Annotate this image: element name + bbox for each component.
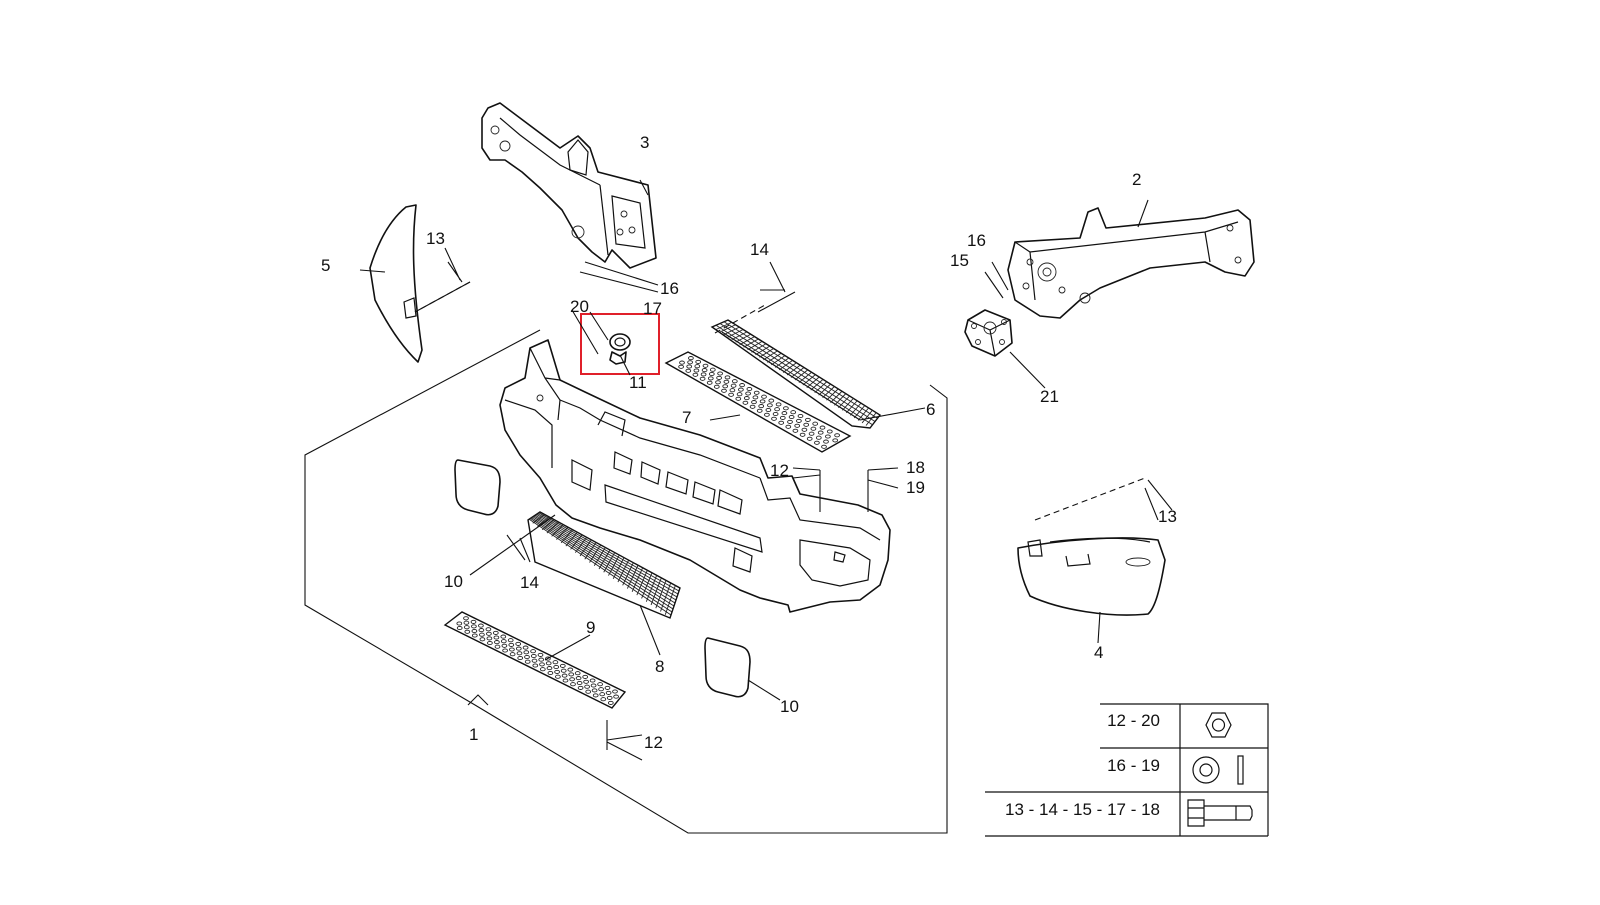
callout-12-upper: 12 — [770, 461, 789, 480]
callout-4: 4 — [1094, 643, 1103, 662]
perforated-plate-upper — [664, 351, 852, 453]
callout-14-lower: 14 — [520, 573, 539, 592]
bushing-part — [609, 333, 631, 365]
callout-13-left: 13 — [426, 229, 445, 248]
callout-10-left: 10 — [444, 572, 463, 591]
right-chassis-bracket — [1007, 207, 1255, 319]
callout-7: 7 — [682, 408, 691, 427]
upper-grille — [710, 319, 882, 429]
callout-9: 9 — [586, 618, 595, 637]
callout-5: 5 — [321, 256, 330, 275]
callout-8: 8 — [655, 657, 664, 676]
bolt-icon — [1187, 799, 1253, 827]
lower-grille-mesh — [528, 512, 680, 616]
callout-17: 17 — [643, 299, 662, 318]
callout-11: 11 — [629, 373, 647, 392]
callout-14-upper: 14 — [750, 240, 769, 259]
fastener-lines — [359, 179, 1173, 761]
mounting-plate — [964, 309, 1013, 357]
perforation-holes-lower — [456, 616, 619, 705]
left-chassis-bracket — [481, 102, 657, 269]
perforated-plate-lower — [443, 611, 627, 709]
callout-2: 2 — [1132, 170, 1141, 189]
callout-18: 18 — [906, 458, 925, 477]
callout-12-lower: 12 — [644, 733, 663, 752]
washer-icon — [1192, 755, 1244, 785]
bumper-body — [499, 339, 891, 613]
legend-range-3: 13 - 14 - 15 - 17 - 18 — [1005, 800, 1160, 819]
legend-range-1: 12 - 20 — [1107, 711, 1160, 730]
upper-grille-mesh — [715, 321, 878, 426]
highlight-box — [580, 313, 660, 375]
lamp-cover-left — [454, 459, 501, 516]
callout-6: 6 — [926, 400, 935, 419]
lower-grille — [527, 511, 681, 619]
callout-21: 21 — [1040, 387, 1059, 406]
fastener-legend-table: 12 - 20 16 - 19 13 - 14 - 15 - 17 - 18 — [985, 703, 1269, 837]
perforation-holes — [678, 356, 840, 449]
callout-15: 15 — [950, 251, 969, 270]
callout-16-left: 16 — [660, 279, 679, 298]
callout-3: 3 — [640, 133, 649, 152]
lamp-cover-right — [704, 637, 751, 698]
left-corner-panel — [369, 204, 423, 363]
callout-13-right: 13 — [1158, 507, 1177, 526]
right-corner-panel — [1017, 537, 1166, 616]
assembly-bracket-outline — [304, 329, 948, 834]
callout-10-right: 10 — [780, 697, 799, 716]
callout-1: 1 — [469, 725, 478, 744]
callout-19: 19 — [906, 478, 925, 497]
hex-nut-icon — [1205, 712, 1232, 738]
callout-16-right: 16 — [967, 231, 986, 250]
legend-range-2: 16 - 19 — [1107, 756, 1160, 775]
callout-20: 20 — [570, 297, 589, 316]
